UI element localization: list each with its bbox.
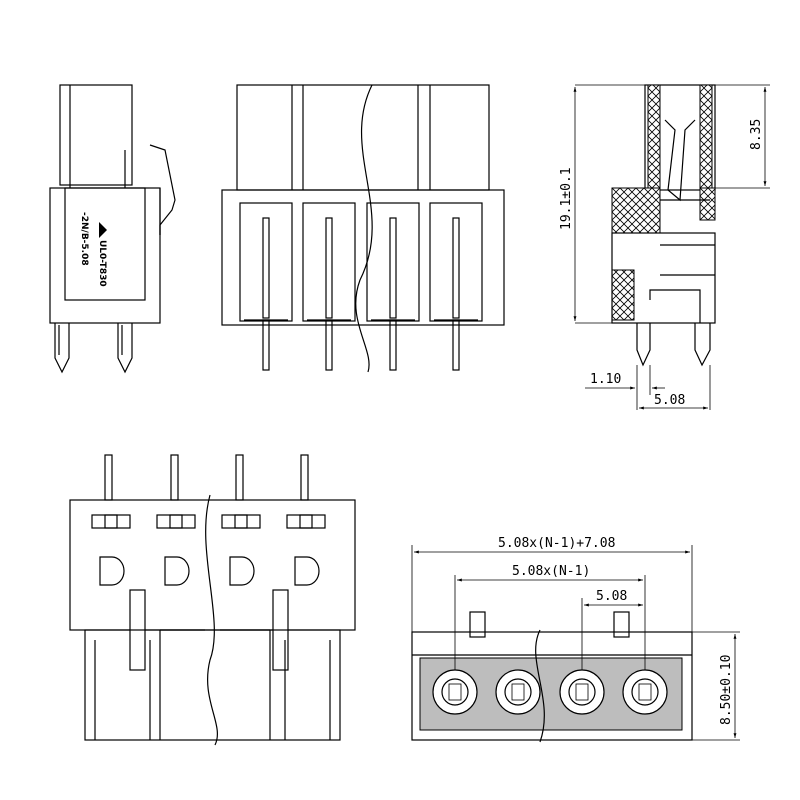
side-view: UL0-T830 -2N/B-5.08 bbox=[49, 84, 176, 374]
logo-mark-icon bbox=[99, 222, 107, 238]
side-marking-line1: UL0-T830 bbox=[97, 240, 107, 287]
dim-pin-pitch: 5.08 bbox=[654, 393, 685, 408]
dim-overall-length: 5.08x(N-1)+7.08 bbox=[498, 536, 615, 551]
dim-pitch-span: 5.08x(N-1) bbox=[512, 564, 590, 579]
end-view: 5.08x(N-1)+7.08 5.08x(N-1) 5.08 8.50±0.1… bbox=[411, 536, 740, 743]
dim-height-total: 19.1±0.1 bbox=[559, 167, 574, 230]
dim-depth: 8.50±0.10 bbox=[719, 655, 734, 725]
dim-height-upper: 8.35 bbox=[749, 119, 764, 150]
dim-pin-offset: 1.10 bbox=[590, 372, 621, 387]
section-view: 19.1±0.1 8.35 1.10 5.08 bbox=[559, 84, 770, 410]
bottom-view bbox=[69, 454, 356, 746]
front-view bbox=[221, 84, 505, 373]
dim-pitch: 5.08 bbox=[596, 589, 627, 604]
side-marking-line2: -2N/B-5.08 bbox=[79, 212, 89, 266]
